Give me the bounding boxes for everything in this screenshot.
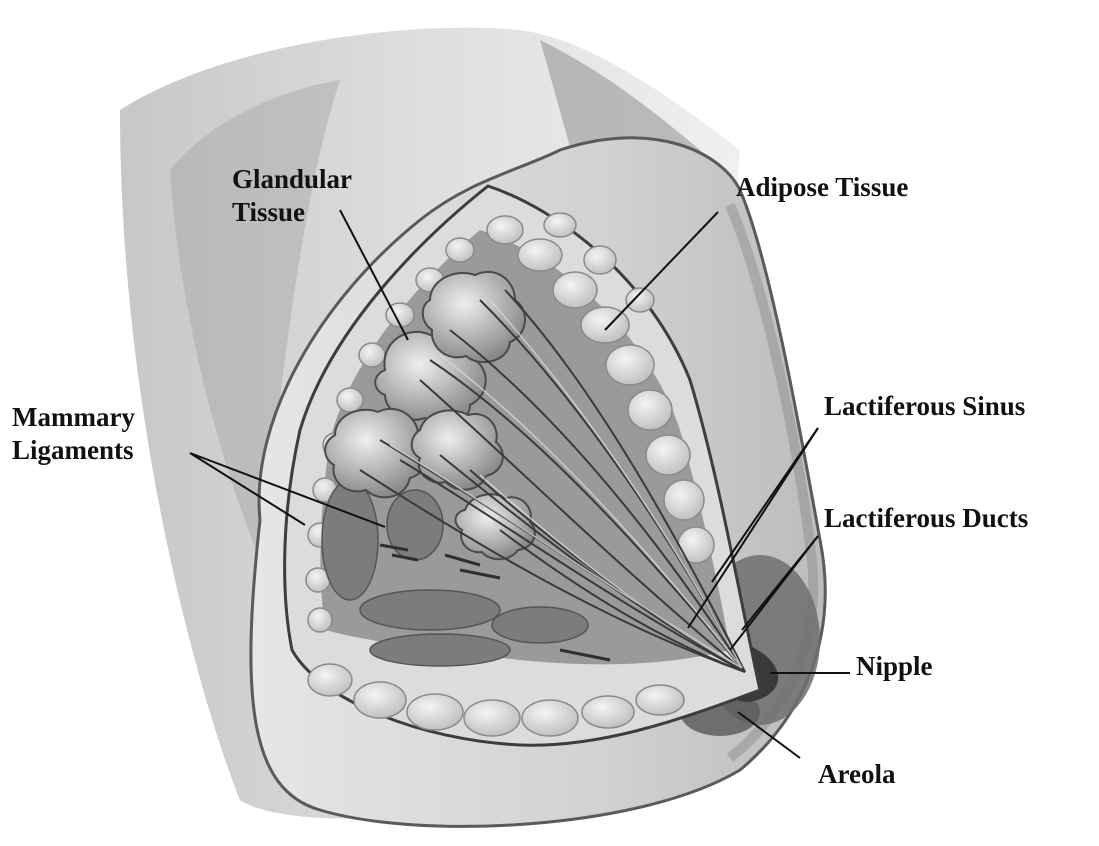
label-adipose-tissue: Adipose Tissue: [736, 171, 908, 204]
label-mammary-ligaments-line-2: Ligaments: [12, 434, 135, 467]
label-glandular-tissue-line-1: Glandular: [232, 163, 352, 196]
label-glandular-tissue-line-2: Tissue: [232, 196, 352, 229]
label-areola: Areola: [818, 758, 895, 791]
label-mammary-ligaments: Mammary Ligaments: [12, 401, 135, 467]
label-nipple: Nipple: [856, 650, 933, 683]
label-mammary-ligaments-line-1: Mammary: [12, 401, 135, 434]
label-lactiferous-sinus: Lactiferous Sinus: [824, 390, 1025, 423]
label-lactiferous-ducts: Lactiferous Ducts: [824, 502, 1028, 535]
label-glandular-tissue: Glandular Tissue: [232, 163, 352, 229]
